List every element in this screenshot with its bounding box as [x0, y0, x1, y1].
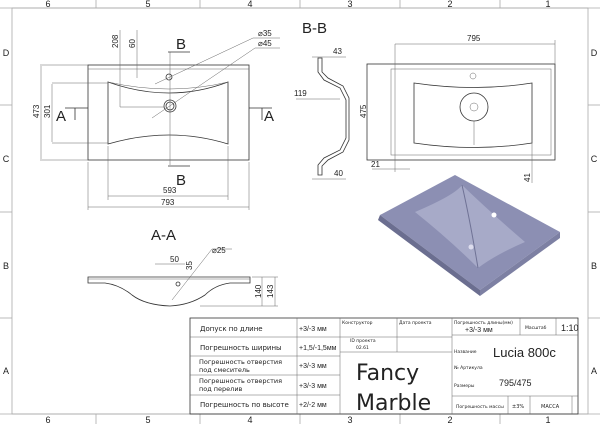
dim-140: 140 — [254, 284, 263, 298]
column-label: 4 — [247, 0, 252, 9]
row-label: B — [3, 261, 9, 271]
section-a-label: A — [264, 108, 274, 125]
tolerance-value: +3/-3 мм — [299, 326, 327, 333]
dim-143: 143 — [266, 284, 275, 298]
column-label: 3 — [347, 415, 352, 424]
tolerance-label: Погрешность отверстия под перелив — [199, 377, 283, 393]
column-label: 6 — [45, 415, 50, 424]
column-label: 6 — [45, 0, 50, 9]
product-name: Lucia 800c — [493, 345, 556, 360]
size-label: Размеры — [454, 383, 475, 389]
dim-21: 21 — [371, 160, 380, 169]
dim-dia25: ⌀25 — [212, 246, 226, 255]
project-id: 02.61 — [356, 345, 369, 351]
section-bb-title: B-B — [302, 20, 327, 37]
dim-dia45: ⌀45 — [258, 39, 272, 48]
company-name-line1: Fancy — [356, 361, 419, 386]
dim-41: 41 — [523, 173, 532, 182]
date-label: Дата проекта — [399, 320, 432, 326]
section-bb-view — [296, 56, 350, 180]
dim-208: 208 — [111, 34, 120, 48]
column-label: 2 — [447, 0, 452, 9]
dim-dia35: ⌀35 — [258, 29, 272, 38]
tolerance-label: Погрешность отверстия под смеситель — [199, 358, 283, 374]
mass-tolerance-value: ±3% — [512, 404, 524, 410]
title-block — [189, 317, 579, 415]
tolerance-label: Погрешность по высоте — [200, 401, 289, 409]
bottom-view — [366, 40, 556, 183]
tolerance-value: +3/-3 мм — [299, 383, 327, 390]
size-value: 795/475 — [499, 378, 532, 388]
column-label: 3 — [347, 0, 352, 9]
row-label: B — [591, 261, 597, 271]
column-label: 4 — [247, 415, 252, 424]
tolerance-label: Допуск по длине — [200, 325, 263, 333]
dim-795: 795 — [467, 34, 481, 43]
mass-label: МАССА — [541, 404, 560, 410]
scale-label: Масштаб — [525, 325, 547, 331]
article-label: № Артикула — [454, 365, 483, 371]
project-id-label: ID проекта — [350, 338, 376, 344]
dim-40: 40 — [334, 169, 343, 178]
column-label: 5 — [145, 415, 150, 424]
sink-3d-render — [378, 175, 560, 296]
dim-119: 119 — [294, 89, 307, 98]
column-label: 1 — [545, 0, 550, 9]
column-label: 2 — [447, 415, 452, 424]
row-label: C — [3, 154, 10, 164]
dim-60: 60 — [128, 39, 137, 48]
column-label: 5 — [145, 0, 150, 9]
row-label: D — [3, 48, 10, 58]
row-label: D — [591, 48, 598, 58]
dim-35: 35 — [185, 261, 194, 270]
row-label: A — [3, 366, 9, 376]
tolerance-value: +2/-2 мм — [299, 402, 327, 409]
dim-50: 50 — [170, 255, 179, 264]
designer-label: Конструктор — [342, 320, 373, 326]
length-tolerance-value: +3/-3 мм — [465, 327, 493, 334]
section-b-label: B — [176, 36, 186, 53]
company-name-line2: Marble — [356, 391, 431, 416]
section-aa-title: A-A — [151, 227, 176, 244]
row-label: A — [591, 366, 597, 376]
dim-473: 473 — [32, 104, 41, 118]
name-label: Название — [454, 349, 477, 355]
section-a-label: A — [56, 108, 66, 125]
dim-593: 593 — [163, 186, 177, 195]
dim-793: 793 — [161, 198, 175, 207]
tolerance-value: +3/-3 мм — [299, 363, 327, 370]
tolerance-label: Погрешность ширины — [200, 344, 282, 352]
tolerance-value: +1,5/-1,5мм — [299, 345, 337, 352]
dim-475: 475 — [359, 104, 368, 118]
column-label: 1 — [545, 415, 550, 424]
row-label: C — [591, 154, 598, 164]
section-b-label: B — [176, 172, 186, 189]
section-aa-view — [87, 248, 278, 307]
dim-301: 301 — [43, 104, 52, 118]
scale-value: 1:10 — [561, 323, 579, 333]
dim-43: 43 — [333, 47, 342, 56]
top-view — [40, 30, 280, 210]
length-tolerance-label: Погрешность длины(мм) — [454, 320, 513, 326]
mass-tolerance-label: Погрешность массы — [456, 404, 504, 410]
